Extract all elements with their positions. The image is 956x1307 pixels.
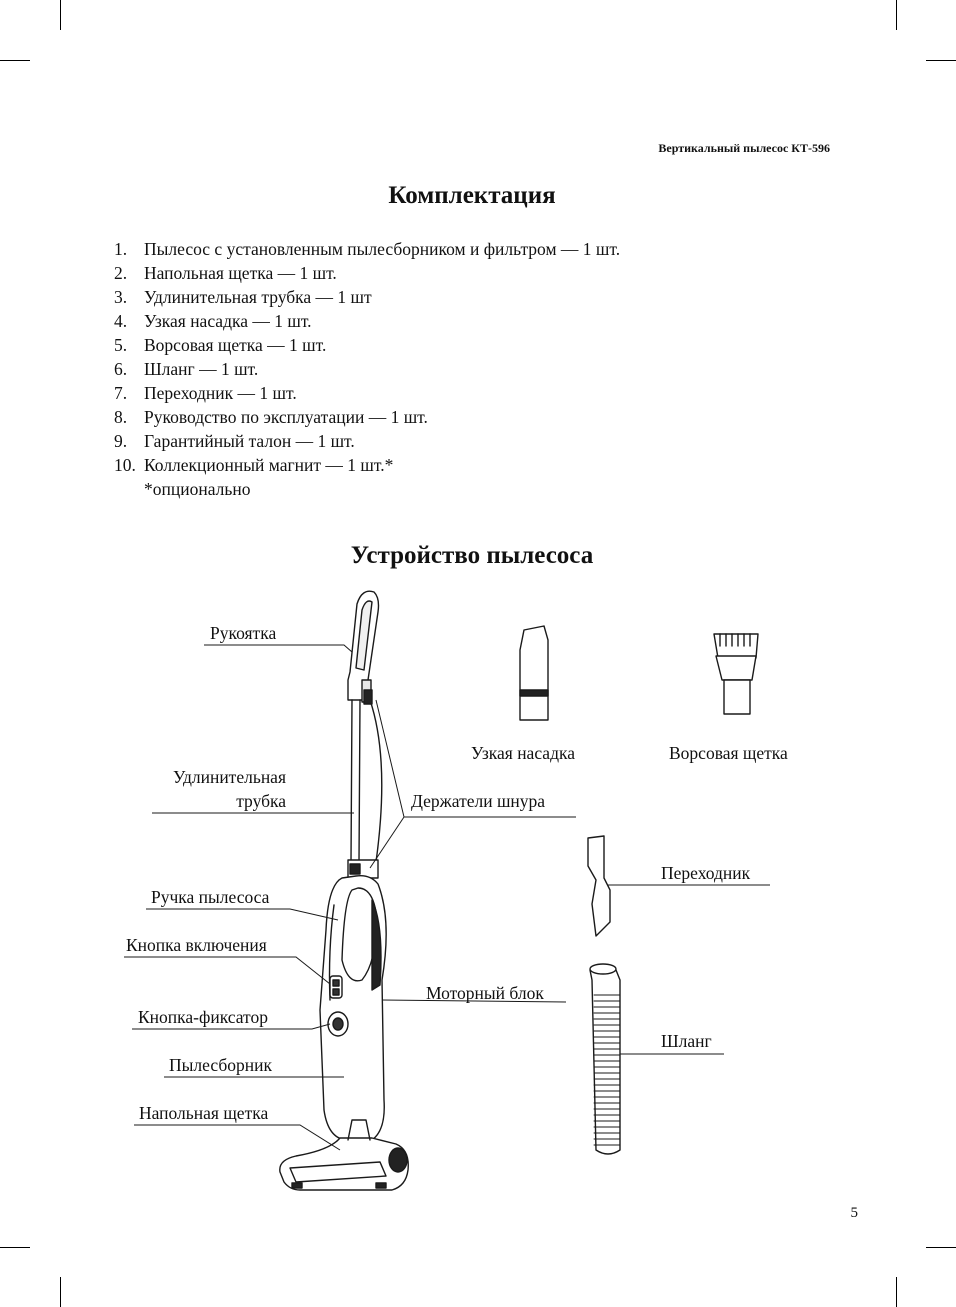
label-handle: Рукоятка xyxy=(210,623,277,643)
list-item: 9.Гарантийный талон — 1 шт. xyxy=(114,431,355,451)
label-crevice-tool: Узкая насадка xyxy=(471,743,575,763)
section-heading-contents: Комплектация xyxy=(388,182,556,209)
floor-brush-shape xyxy=(279,1119,409,1191)
label-power-button: Кнопка включения xyxy=(126,935,267,955)
label-bristle-brush: Ворсовая щетка xyxy=(669,743,788,763)
contents-list: 1.Пылесос с установленным пылесборником … xyxy=(114,237,620,477)
crevice-tool-shape xyxy=(519,625,549,721)
leader-floor-brush xyxy=(134,1124,341,1151)
list-item: 4.Узкая насадка — 1 шт. xyxy=(114,311,312,331)
adapter-shape xyxy=(587,835,611,937)
vacuum-body xyxy=(319,874,387,1141)
crop-mark xyxy=(60,0,61,30)
crop-mark xyxy=(0,60,30,61)
cord-holder-bottom xyxy=(347,859,379,879)
optional-note: *опционально xyxy=(144,479,251,499)
leader-handle xyxy=(204,644,353,653)
label-tube-line1: Удлинительная xyxy=(173,767,286,787)
hose-shape xyxy=(589,963,621,1155)
leader-power-button xyxy=(124,956,331,985)
label-dust-bin: Пылесборник xyxy=(169,1055,272,1075)
label-lock-button: Кнопка-фиксатор xyxy=(138,1007,268,1027)
list-item: 7.Переходник — 1 шт. xyxy=(114,383,297,403)
power-button-shape xyxy=(329,975,343,999)
label-hose: Шланг xyxy=(661,1031,712,1051)
power-cord xyxy=(369,699,383,863)
list-item: 6.Шланг — 1 шт. xyxy=(114,359,259,379)
list-item: 10.Коллекционный магнит — 1 шт.* xyxy=(114,455,394,475)
list-item: 2.Напольная щетка — 1 шт. xyxy=(114,263,337,283)
vacuum-handle-grip xyxy=(347,590,380,703)
crop-mark xyxy=(926,1247,956,1248)
leader-lock-button xyxy=(132,1023,331,1030)
label-floor-brush: Напольная щетка xyxy=(139,1103,269,1123)
label-motor-unit: Моторный блок xyxy=(426,983,544,1003)
label-vac-handle: Ручка пылесоса xyxy=(151,887,270,907)
crop-mark xyxy=(0,1247,30,1248)
cord-holder-top xyxy=(363,689,373,705)
lock-button-shape xyxy=(327,1011,349,1037)
running-header: Вертикальный пылесос КТ-596 xyxy=(658,141,830,155)
bristle-brush-shape xyxy=(713,633,759,715)
crop-mark xyxy=(896,1277,897,1307)
label-tube-line2: трубка xyxy=(236,791,286,811)
section-heading-device: Устройство пылесоса xyxy=(350,542,594,569)
list-item: 1.Пылесос с установленным пылесборником … xyxy=(114,239,621,259)
crop-mark xyxy=(60,1277,61,1307)
page-number: 5 xyxy=(850,1205,859,1221)
crop-mark xyxy=(896,0,897,30)
extension-tube xyxy=(350,699,361,863)
leader-motor-unit xyxy=(381,999,567,1003)
list-item: 5.Ворсовая щетка — 1 шт. xyxy=(114,335,327,355)
label-adapter: Переходник xyxy=(661,863,751,883)
label-cord-holders: Держатели шнура xyxy=(411,791,546,811)
leader-vac-handle xyxy=(146,908,339,921)
list-item: 3.Удлинительная трубка — 1 шт xyxy=(114,287,372,307)
crop-mark xyxy=(926,60,956,61)
list-item: 8.Руководство по эксплуатации — 1 шт. xyxy=(114,407,428,427)
leader-cord-holders-2 xyxy=(369,816,405,869)
